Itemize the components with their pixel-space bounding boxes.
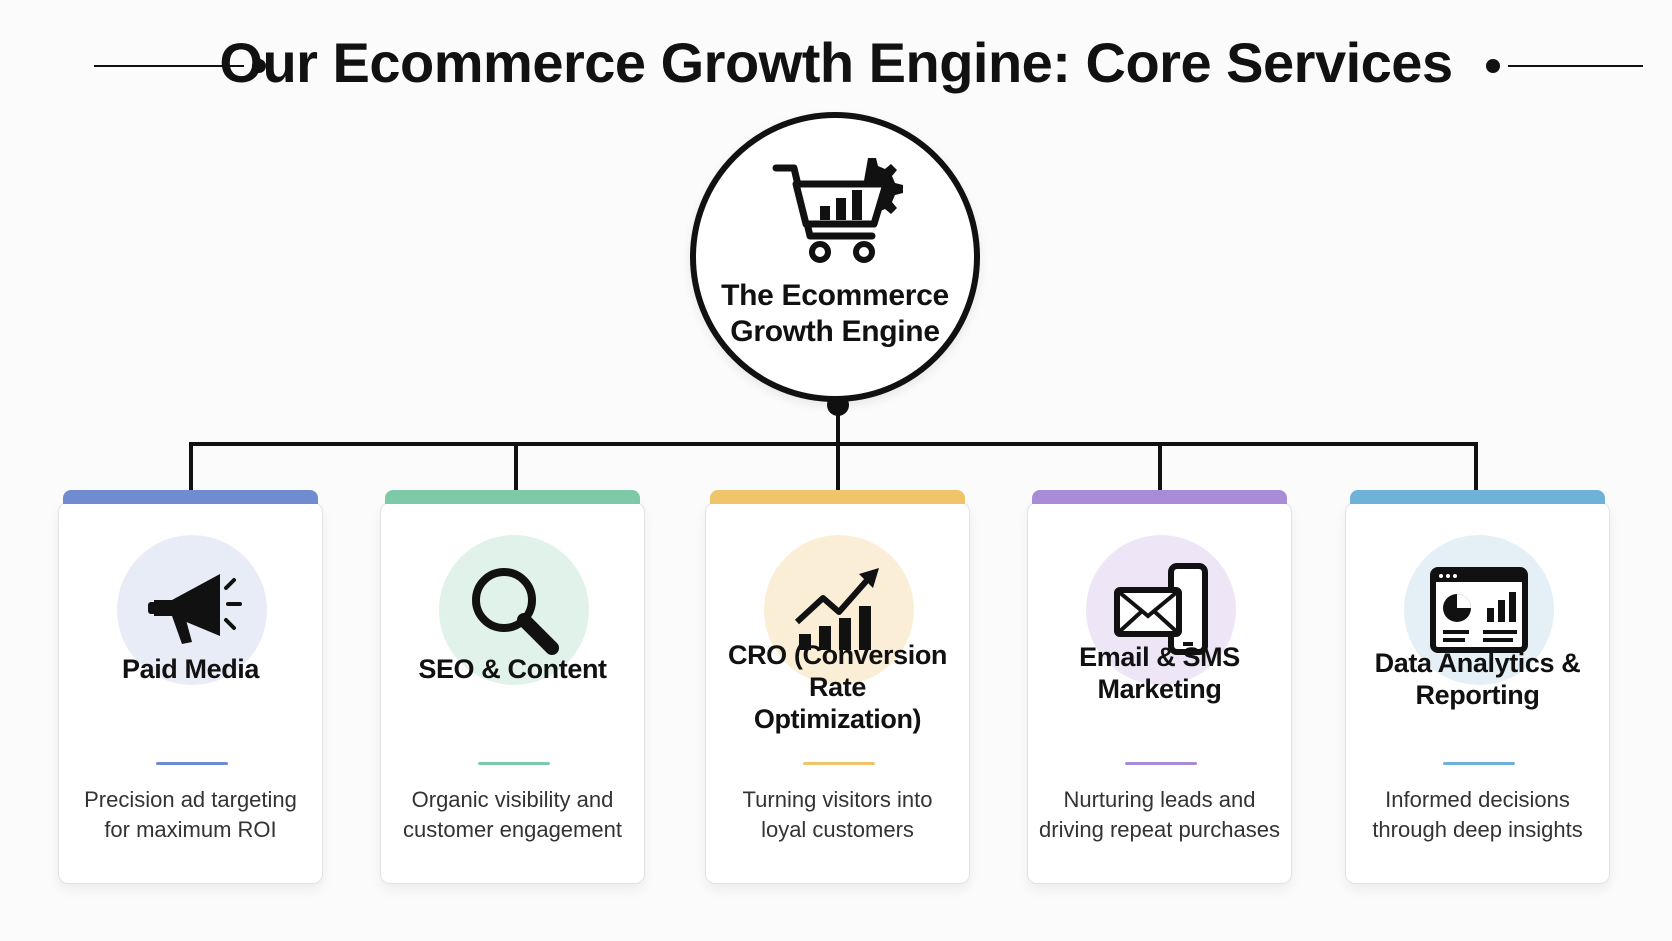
service-title-line2: Marketing (1097, 674, 1222, 704)
service-title: Paid Media (67, 653, 314, 685)
service-card-data-analytics: Data Analytics & Reporting Informed deci… (1345, 490, 1610, 884)
growth-engine-hub: The Ecommerce Growth Engine (690, 112, 980, 402)
service-title-line2: Optimization) (753, 704, 922, 734)
service-desc-line1: Turning visitors into (742, 787, 933, 812)
hub-label-line1: The Ecommerce (721, 279, 949, 312)
service-title-line1: Data Analytics & (1374, 648, 1581, 678)
icon-circle (1086, 535, 1236, 685)
card-accent-bar (710, 490, 965, 504)
dashboard-icon (1430, 567, 1528, 653)
service-description: Precision ad targeting for maximum ROI (69, 785, 312, 845)
service-desc-line1: Nurturing leads and (1063, 787, 1256, 812)
service-desc-line2: for maximum ROI (104, 817, 277, 842)
service-card-cro: CRO (Conversion Rate Optimization) Turni… (705, 490, 970, 884)
title-left-rule (94, 65, 244, 67)
service-desc-line1: Precision ad targeting (84, 787, 297, 812)
service-title: Data Analytics & Reporting (1354, 647, 1601, 711)
service-title-line1: Email & SMS (1079, 642, 1240, 672)
service-title: SEO & Content (389, 653, 636, 685)
title-right-rule (1508, 65, 1643, 67)
title-row: Our Ecommerce Growth Engine: Core Servic… (0, 22, 1672, 102)
service-title-line2: Reporting (1415, 680, 1540, 710)
service-title: CRO (Conversion Rate Optimization) (714, 639, 961, 735)
service-desc-line2: customer engagement (403, 817, 622, 842)
service-desc-line1: Organic visibility and (411, 787, 614, 812)
service-card-seo-content: SEO & Content Organic visibility and cus… (380, 490, 645, 884)
service-desc-line2: driving repeat purchases (1039, 817, 1280, 842)
service-card-paid-media: Paid Media Precision ad targeting for ma… (58, 490, 323, 884)
card-accent-bar (1032, 490, 1287, 504)
service-description: Nurturing leads and driving repeat purch… (1038, 785, 1281, 845)
card-accent-bar (385, 490, 640, 504)
magnifier-icon (472, 568, 559, 655)
page-title: Our Ecommerce Growth Engine: Core Servic… (219, 31, 1453, 94)
hub-label-line2: Growth Engine (730, 315, 940, 348)
service-title: Email & SMS Marketing (1036, 641, 1283, 705)
service-title-line1: Paid Media (121, 654, 260, 684)
service-desc-line2: through deep insights (1372, 817, 1583, 842)
service-desc-line1: Informed decisions (1385, 787, 1570, 812)
icon-circle (1404, 535, 1554, 685)
icon-circle (117, 535, 267, 685)
service-underline (803, 762, 875, 765)
service-description: Turning visitors into loyal customers (716, 785, 959, 845)
service-description: Informed decisions through deep insights (1356, 785, 1599, 845)
service-underline (1125, 762, 1197, 765)
service-underline (1443, 762, 1515, 765)
title-left-dot (252, 59, 266, 73)
service-card-email-sms: Email & SMS Marketing Nurturing leads an… (1027, 490, 1292, 884)
growth-chart-icon (794, 568, 879, 650)
title-right-dot (1486, 59, 1500, 73)
email-phone-icon (1114, 563, 1208, 655)
service-underline (156, 762, 228, 765)
megaphone-icon (148, 574, 242, 644)
service-desc-line2: loyal customers (761, 817, 914, 842)
card-accent-bar (1350, 490, 1605, 504)
service-underline (478, 762, 550, 765)
service-title-line1: CRO (Conversion Rate (727, 640, 948, 702)
icon-circle (764, 535, 914, 685)
service-description: Organic visibility and customer engageme… (391, 785, 634, 845)
icon-circle (439, 535, 589, 685)
service-title-line1: SEO & Content (418, 654, 607, 684)
card-accent-bar (63, 490, 318, 504)
hub-label: The Ecommerce Growth Engine (706, 278, 964, 350)
cart-gear-icon (772, 158, 903, 263)
